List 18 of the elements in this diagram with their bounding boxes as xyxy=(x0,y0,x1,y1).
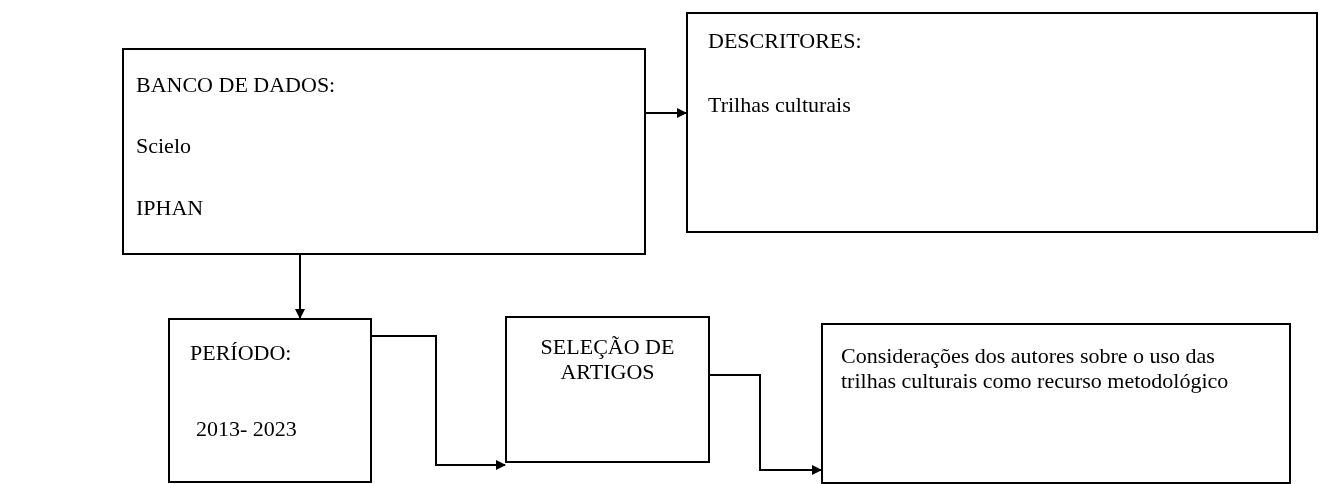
box-heading: PERÍODO: xyxy=(190,340,292,366)
box-text: IPHAN xyxy=(136,195,204,221)
arrow xyxy=(371,335,506,470)
arrow xyxy=(709,374,822,475)
process-box xyxy=(505,316,710,463)
box-heading: DESCRITORES: xyxy=(708,28,862,54)
arrow xyxy=(295,254,305,319)
box-text: Considerações dos autores sobre o uso das trilhas culturais como recurso metodológico xyxy=(841,343,1230,394)
box-text: Scielo xyxy=(136,133,191,159)
process-box xyxy=(821,323,1291,484)
box-text: SELEÇÃO DE ARTIGOS xyxy=(539,334,676,385)
process-box xyxy=(122,48,646,255)
box-heading: BANCO DE DADOS: xyxy=(136,72,336,98)
process-box xyxy=(686,12,1318,233)
process-box xyxy=(168,318,372,483)
box-text: 2013- 2023 xyxy=(196,416,297,442)
box-text: Trilhas culturais xyxy=(708,92,851,118)
arrow xyxy=(645,108,687,118)
